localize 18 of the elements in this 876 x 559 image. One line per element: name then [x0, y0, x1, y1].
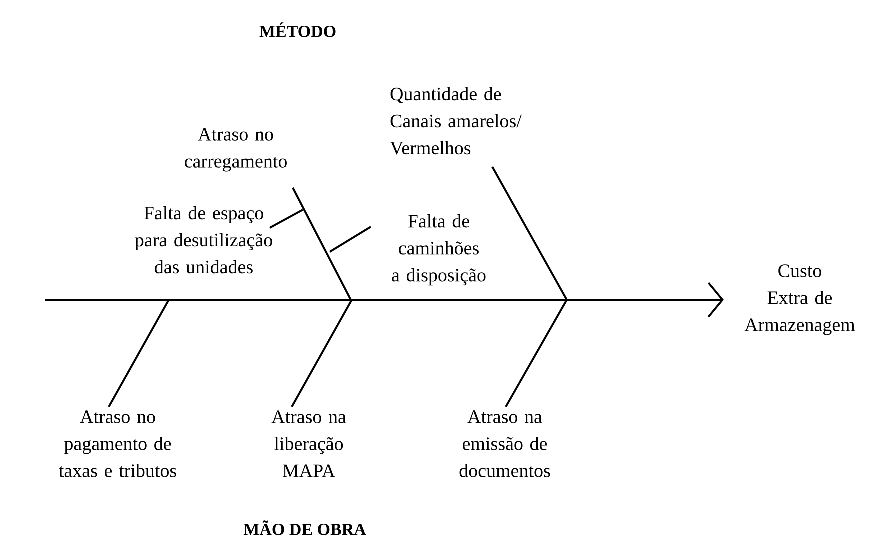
category-label: MÉTODO: [260, 22, 336, 38]
cause-text: Custo Extra de Armazenagem: [744, 264, 856, 336]
cause-text: Quantidade de Canais amarelos/ Vermelhos: [390, 87, 522, 155]
cause-text: Falta de espaço para desutilização das unidades: [135, 206, 272, 274]
category-label: MÃO DE OBRA: [244, 520, 366, 536]
cause-text: Atraso no carregamento: [185, 128, 287, 172]
cause-text: Atraso na liberação MAPA: [272, 410, 346, 478]
cause-text: Falta de caminhões a disposição: [392, 214, 486, 286]
bone-line: [270, 209, 304, 229]
bone-line: [108, 300, 170, 408]
bone-line: [329, 226, 372, 253]
cause-text: Atraso no pagamento de taxas e tributos: [59, 410, 176, 478]
bone-line: [292, 188, 352, 300]
bone-line: [505, 300, 568, 408]
fishbone-spine: [45, 282, 724, 318]
bone-line: [291, 300, 353, 408]
cause-text: Atraso na emissão de documentos: [460, 410, 550, 478]
bone-line: [492, 166, 568, 300]
